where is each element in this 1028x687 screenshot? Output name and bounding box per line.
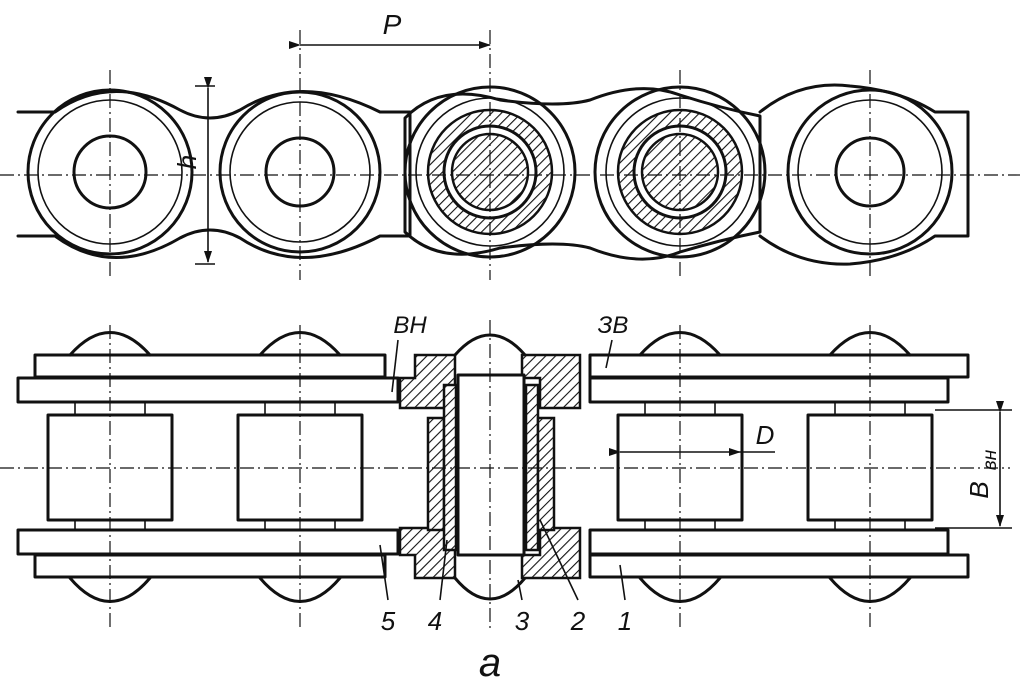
roller-section-left (426, 416, 446, 532)
pin-center (456, 373, 526, 557)
part-1-label: 1 (618, 606, 632, 636)
part-2-label: 2 (570, 606, 586, 636)
roller-section-right (536, 416, 556, 532)
outer-plate-top-left (33, 353, 387, 379)
outer-plate-right-outline (758, 83, 970, 266)
inner-plate-outline (403, 87, 762, 261)
inner-plate-bottom-right (588, 528, 950, 556)
outer-plate-section-bottom-right (520, 526, 582, 580)
roller-diameter-label: D (756, 420, 775, 450)
outer-plate-bottom-right (588, 553, 970, 579)
chain-plan-view: D B вн ВН ЗВ 5 4 3 2 1 а (0, 312, 1012, 685)
pitch-label: P (383, 9, 402, 40)
outer-plate-top-right (588, 353, 970, 379)
sectioned-joint (398, 353, 582, 580)
outer-plate-left-outline (16, 90, 412, 259)
part-5-label: 5 (381, 606, 396, 636)
outer-link-label: ЗВ (598, 312, 629, 339)
chain-front-view: P h (0, 9, 1020, 280)
part-4-label: 4 (428, 606, 442, 636)
inner-plate-top-left (16, 376, 400, 404)
figure-caption: а (479, 641, 501, 685)
inner-width-subscript: вн (980, 449, 1001, 470)
outer-plate-bottom-left (33, 553, 387, 579)
height-label: h (172, 155, 202, 169)
inner-width-label: B (964, 481, 994, 498)
inner-plate-top-right (588, 376, 950, 404)
inner-plate-bottom-left (16, 528, 400, 556)
inner-link-label: ВН (393, 312, 427, 339)
part-3-label: 3 (515, 606, 530, 636)
outer-plate-section-top-left (398, 353, 457, 410)
pin-hole-2 (264, 136, 336, 208)
